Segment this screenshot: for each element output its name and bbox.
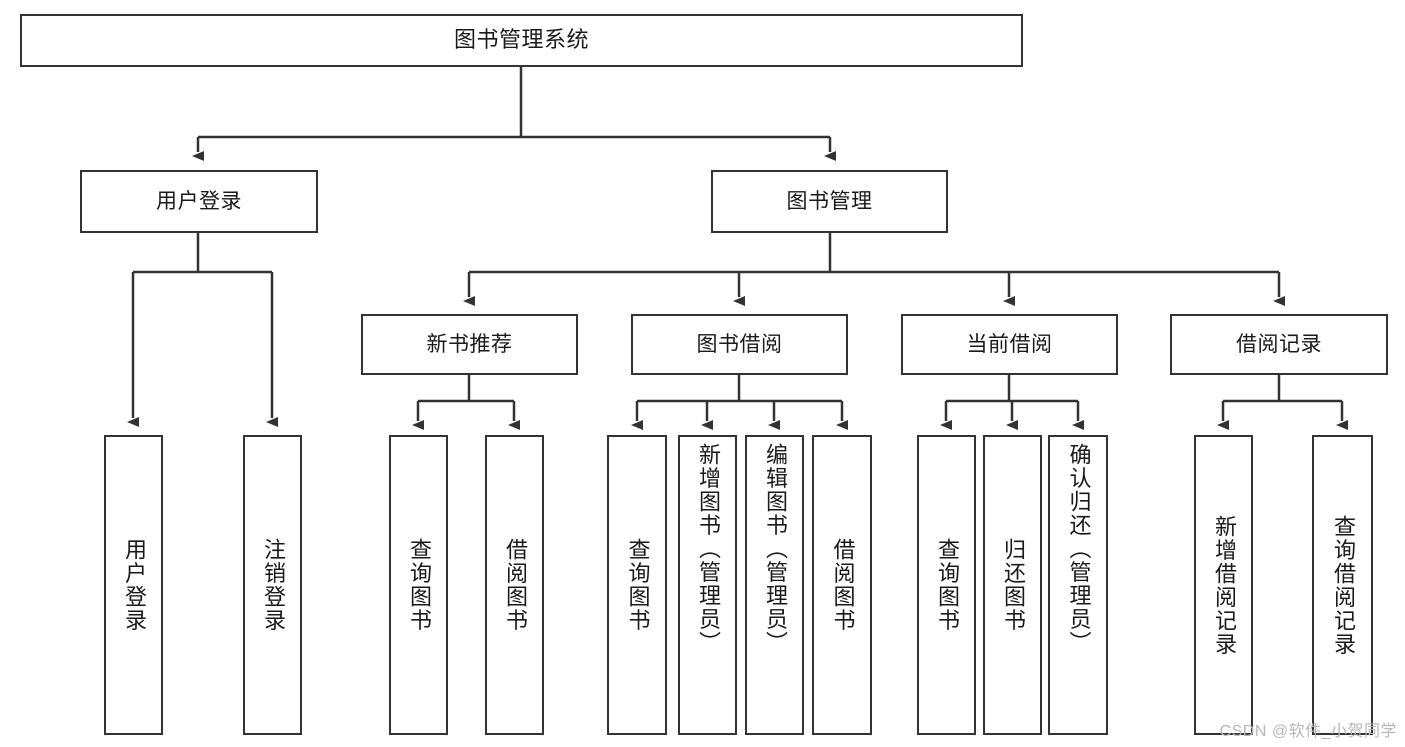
node-label: 借阅记录 — [1236, 332, 1322, 356]
leaf-book-borrow-edit-book[interactable]: 编辑图书（管理员） — [745, 435, 804, 735]
node-label: 查询图书 — [406, 538, 432, 632]
node-book-management[interactable]: 图书管理 — [711, 170, 948, 233]
leaf-book-borrow-borrow-book[interactable]: 借阅图书 — [812, 435, 872, 735]
node-label: 查询图书 — [934, 538, 960, 632]
node-borrow-record[interactable]: 借阅记录 — [1170, 314, 1388, 375]
leaf-book-borrow-add-book[interactable]: 新增图书（管理员） — [678, 435, 737, 735]
node-label: 图书借阅 — [696, 332, 783, 356]
node-label: 图书管理 — [786, 189, 873, 213]
node-label: 新增图书（管理员） — [695, 443, 721, 655]
node-label: 确认归还（管理员） — [1066, 443, 1092, 655]
leaf-current-borrow-confirm-return[interactable]: 确认归还（管理员） — [1048, 435, 1108, 735]
node-root-library-system[interactable]: 图书管理系统 — [20, 14, 1023, 67]
leaf-current-borrow-query-book[interactable]: 查询图书 — [917, 435, 976, 735]
node-label: 当前借阅 — [966, 332, 1053, 356]
leaf-new-book-query-book[interactable]: 查询图书 — [389, 435, 448, 735]
node-label: 查询借阅记录 — [1330, 514, 1356, 656]
node-label: 借阅图书 — [502, 538, 528, 632]
leaf-user-login-logout[interactable]: 注销登录 — [243, 435, 302, 735]
node-label: 图书管理系统 — [453, 27, 589, 53]
node-book-borrow[interactable]: 图书借阅 — [631, 314, 848, 375]
node-label: 用户登录 — [121, 538, 147, 632]
node-label: 注销登录 — [260, 538, 286, 632]
node-label: 借阅图书 — [830, 538, 856, 632]
node-user-login[interactable]: 用户登录 — [80, 170, 318, 233]
node-label: 查询图书 — [625, 538, 651, 632]
node-current-borrow[interactable]: 当前借阅 — [901, 314, 1118, 375]
node-label: 归还图书 — [1000, 538, 1026, 632]
node-new-book-recommend[interactable]: 新书推荐 — [361, 314, 578, 375]
node-label: 新增借阅记录 — [1211, 514, 1237, 656]
leaf-book-borrow-query-book[interactable]: 查询图书 — [607, 435, 667, 735]
leaf-borrow-record-add-record[interactable]: 新增借阅记录 — [1194, 435, 1253, 735]
node-label: 用户登录 — [156, 189, 242, 213]
leaf-borrow-record-query-record[interactable]: 查询借阅记录 — [1312, 435, 1373, 735]
node-label: 编辑图书（管理员） — [762, 443, 788, 655]
leaf-user-login-login[interactable]: 用户登录 — [104, 435, 163, 735]
leaf-current-borrow-return-book[interactable]: 归还图书 — [983, 435, 1042, 735]
leaf-new-book-borrow-book[interactable]: 借阅图书 — [485, 435, 544, 735]
node-label: 新书推荐 — [426, 332, 513, 356]
